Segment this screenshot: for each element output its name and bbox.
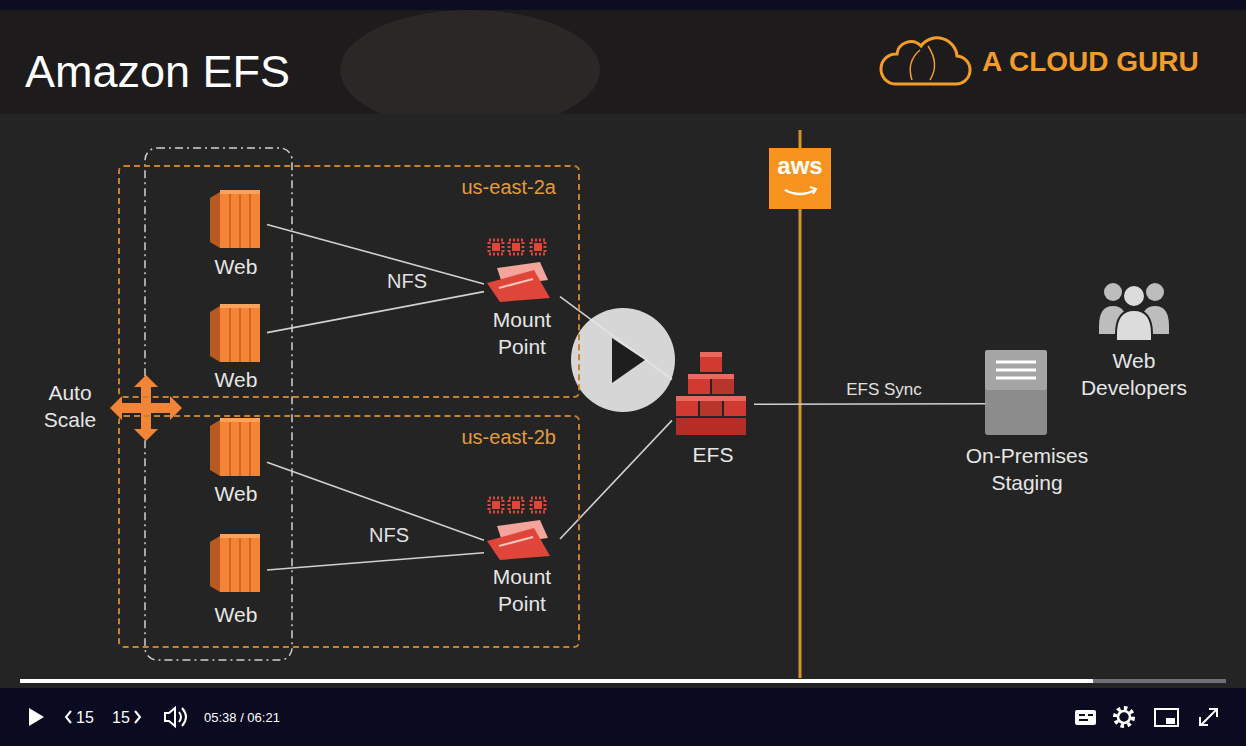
az-region: us-east-2bWebWebMount Point [118,415,580,648]
pip-inner [1166,718,1175,724]
aws-logo-text: aws [777,152,822,180]
node-label: On-Premises Staging [960,442,1094,496]
web-instance: Web [205,299,267,395]
mount-target: Mount Point [484,494,560,619]
forward-chevron [135,711,140,723]
arrow-shaft [141,385,151,431]
cube-top [676,396,746,401]
node-label: Web [205,480,267,507]
controls-bar [0,688,1246,746]
time-display: 05:38 / 06:21 [204,709,280,726]
rewind-seconds: 15 [76,708,94,728]
cube-top [688,374,734,379]
presenter-shadow [340,10,600,130]
aws-logo [769,148,831,209]
server-icon [985,350,1047,435]
captions-icon [1075,710,1096,725]
cube-base [676,418,746,435]
slide-title: Amazon EFS [25,46,290,98]
cube [700,352,722,372]
user-head [1123,285,1145,307]
web-instance: Web [205,534,267,630]
edge-label: EFS Sync [846,379,922,400]
region-heading: us-east-2a [462,175,557,199]
users-icon [1099,283,1169,341]
user-head [1146,283,1164,301]
play-button [571,308,675,412]
connector-line [754,403,985,405]
connector-line [267,553,484,570]
ec2-icon [210,190,260,248]
efs-icon [676,352,746,435]
node-label: Mount Point [484,306,560,360]
efs-node: EFS [672,346,754,470]
staging-server: On-Premises Staging [960,346,1094,498]
title-band [0,10,1246,114]
ec2-icon [210,534,260,592]
user-head [1104,283,1122,301]
pip-icon [1155,709,1178,726]
progress-remaining [1093,679,1226,683]
arrow-head [134,429,158,441]
play-triangle [612,338,645,383]
aws-smile-tip [810,187,816,194]
volume-icon [165,708,175,726]
slide-ground [0,114,1246,688]
node-label: Web [205,366,267,393]
cloud-logo-detail [910,46,934,80]
rewind-chevron [66,711,71,723]
gear-teeth [1115,708,1133,726]
aws-smile [785,190,815,194]
captions-lines [1079,715,1093,720]
autoscale-icon [110,375,182,441]
connector-line [267,224,484,284]
play-control [29,708,44,726]
node-label: EFS [672,441,754,468]
server-body [985,350,1047,435]
connector-line [267,292,484,333]
edge-label: NFS [387,269,427,293]
developers-node: Web Developers [1068,276,1200,403]
user-body [1116,310,1152,341]
node-label: Web [205,601,267,628]
node-label: Web [205,253,267,280]
mount-target-icon [487,240,550,302]
mount-target-icon [487,498,550,560]
top-strip [0,0,1246,10]
cloud-logo [881,38,970,84]
node-label: Web Developers [1068,347,1200,401]
volume-waves [179,708,186,726]
server-slots [996,362,1036,378]
mount-target: Mount Point [484,234,560,362]
autoscale-node: Auto Scale [36,376,186,436]
web-instance: Web [205,186,267,282]
edge-label: NFS [369,523,409,547]
cube-top [700,352,722,357]
az-region: us-east-2aWebWebMount Point [118,165,580,398]
arrow-head [134,375,158,387]
gear-icon [1118,711,1130,723]
ec2-icon [210,304,260,362]
brand-logo-text: A CLOUD GURU [982,46,1199,78]
server-top [985,350,1047,390]
node-label: Mount Point [484,563,560,617]
node-label: Auto Scale [36,379,104,433]
region-heading: us-east-2b [462,425,557,449]
fullscreen-icon [1200,709,1217,725]
connector-line [560,420,672,539]
ec2-icon [210,418,260,476]
progress-played [20,679,1093,683]
web-instance: Web [205,418,267,514]
forward-seconds: 15 [112,708,130,728]
